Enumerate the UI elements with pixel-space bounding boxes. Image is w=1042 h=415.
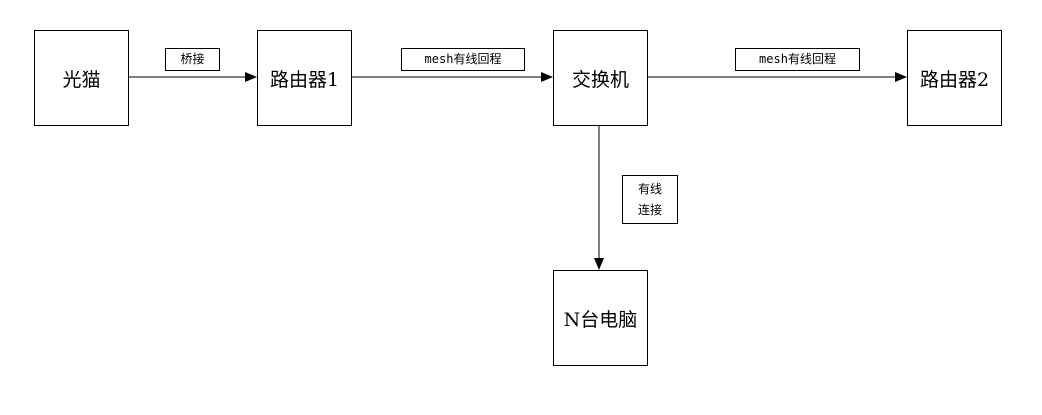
- node-computers-label: N台电脑: [563, 308, 638, 331]
- edge-label-mesh-backhaul-1: mesh有线回程: [401, 48, 525, 71]
- edge-label-mesh-backhaul-1-text: mesh有线回程: [424, 52, 502, 66]
- edge-label-wired-line1: 有线: [637, 181, 662, 196]
- connector-switch-computers: [594, 125, 604, 270]
- edge-label-wired-connection: 有线 连接: [622, 175, 678, 224]
- node-modem: 光猫: [34, 30, 129, 126]
- node-router1: 路由器1: [257, 30, 352, 126]
- edge-label-mesh-backhaul-2: mesh有线回程: [735, 48, 860, 71]
- node-switch-label: 交换机: [571, 68, 629, 91]
- node-modem-label: 光猫: [62, 68, 101, 91]
- edge-label-bridge-text: 桥接: [180, 52, 205, 66]
- edge-label-mesh-backhaul-2-text: mesh有线回程: [759, 52, 836, 66]
- node-router2: 路由器2: [907, 30, 1002, 126]
- connector-modem-router1: [129, 72, 257, 82]
- connector-router1-switch: [352, 72, 553, 82]
- node-computers: N台电脑: [553, 270, 648, 366]
- connector-switch-router2: [647, 72, 907, 82]
- node-router2-label: 路由器2: [919, 68, 990, 91]
- edge-label-wired-line2: 连接: [637, 202, 662, 217]
- node-router1-label: 路由器1: [269, 68, 340, 91]
- edge-label-bridge: 桥接: [165, 48, 220, 71]
- node-switch: 交换机: [553, 30, 648, 126]
